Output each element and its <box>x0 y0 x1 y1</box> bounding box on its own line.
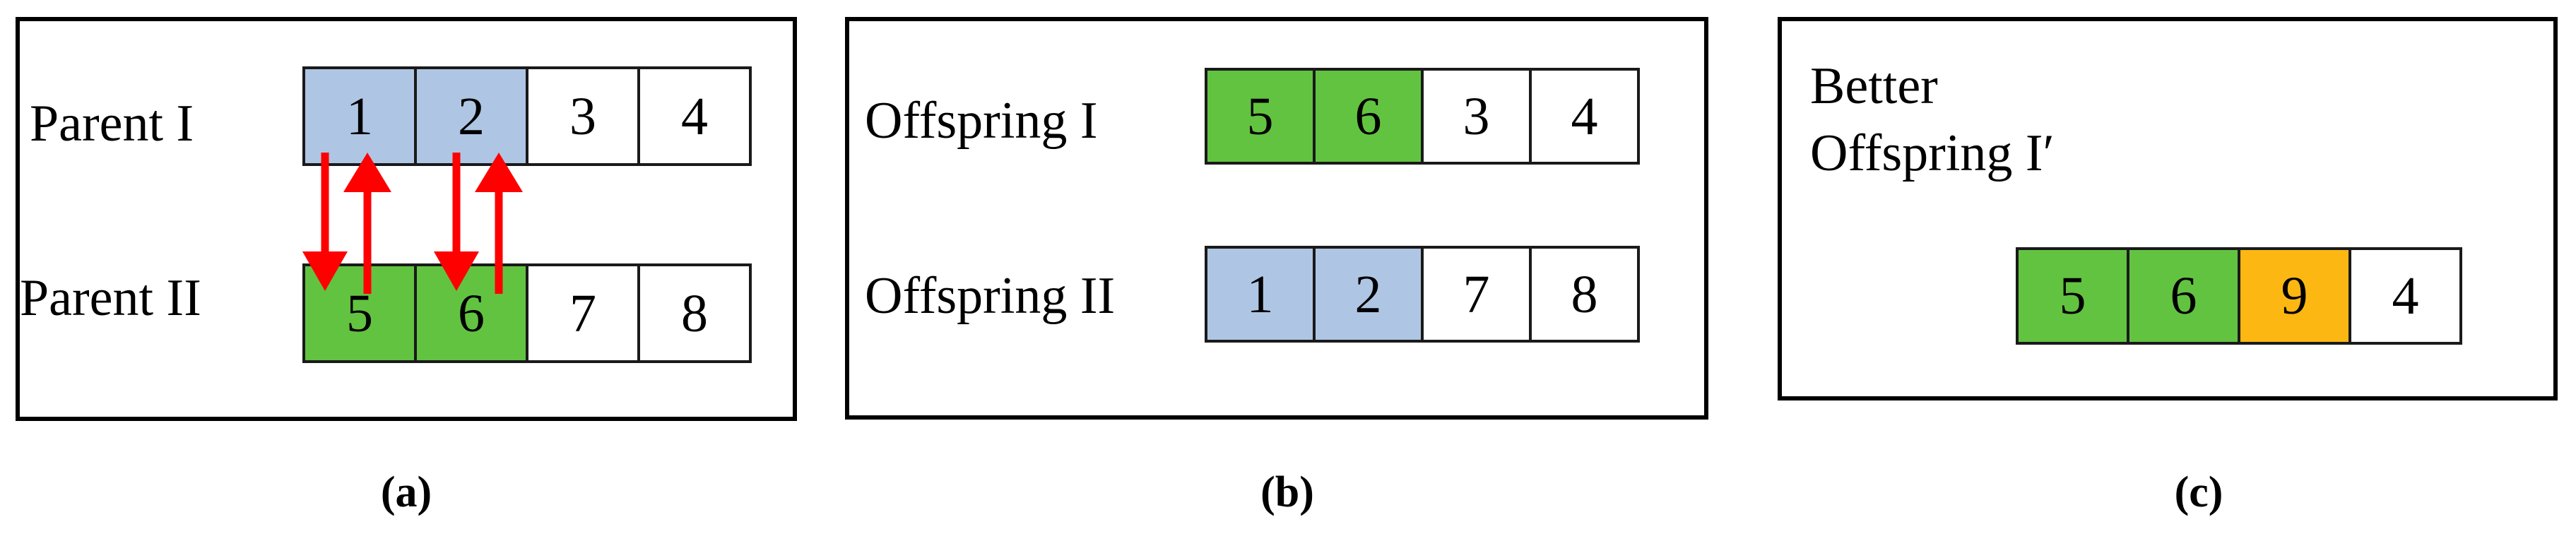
gene-cell: 3 <box>526 66 640 166</box>
better-offspring-title-line-1: Better <box>1810 57 1938 115</box>
gene-cell: 5 <box>302 263 417 363</box>
chromosome-parent-2: 5 6 7 8 <box>302 263 752 363</box>
row-label-parent-2: Parent II <box>20 269 201 327</box>
row-label-offspring-1: Offspring I <box>865 92 1098 150</box>
panel-c: Better Offspring I′ 5 6 9 4 <box>1778 17 2558 400</box>
swap-arrow-down-gene-1 <box>302 153 348 291</box>
gene-cell: 4 <box>637 66 752 166</box>
swap-arrow-down-gene-2 <box>434 153 479 291</box>
gene-cell: 2 <box>414 66 528 166</box>
swap-arrow-up-gene-6 <box>475 153 523 294</box>
gene-cell: 4 <box>1529 68 1640 165</box>
gene-cell: 9 <box>2238 247 2351 345</box>
gene-cell: 7 <box>526 263 640 363</box>
better-offspring-title-line-2: Offspring I′ <box>1810 124 2055 182</box>
gene-cell: 8 <box>637 263 752 363</box>
panel-b: Offspring I 5 6 3 4 Offspring II 1 2 7 8 <box>845 17 1708 420</box>
gene-cell: 3 <box>1421 68 1532 165</box>
chromosome-better-offspring-1: 5 6 9 4 <box>2016 247 2462 345</box>
caption-b: (b) <box>1260 468 1314 516</box>
gene-cell: 1 <box>302 66 417 166</box>
gene-cell: 6 <box>2127 247 2240 345</box>
crossover-arrow-group <box>302 153 523 294</box>
chromosome-parent-1: 1 2 3 4 <box>302 66 752 166</box>
gene-cell: 7 <box>1421 246 1532 343</box>
swap-arrow-up-gene-5 <box>343 153 391 294</box>
caption-a: (a) <box>380 468 432 516</box>
chromosome-offspring-1: 5 6 3 4 <box>1205 68 1640 165</box>
gene-cell: 2 <box>1313 246 1424 343</box>
gene-cell: 6 <box>414 263 528 363</box>
gene-cell: 6 <box>1313 68 1424 165</box>
chromosome-offspring-2: 1 2 7 8 <box>1205 246 1640 343</box>
gene-cell: 5 <box>1205 68 1316 165</box>
row-label-offspring-2: Offspring II <box>865 267 1116 325</box>
panel-a: Parent I 1 2 3 4 Parent II 5 6 7 8 <box>16 17 797 421</box>
gene-cell: 1 <box>1205 246 1316 343</box>
gene-cell: 4 <box>2348 247 2462 345</box>
gene-cell: 5 <box>2016 247 2129 345</box>
caption-c: (c) <box>2174 468 2223 516</box>
row-label-parent-1: Parent I <box>30 95 194 153</box>
gene-cell: 8 <box>1529 246 1640 343</box>
